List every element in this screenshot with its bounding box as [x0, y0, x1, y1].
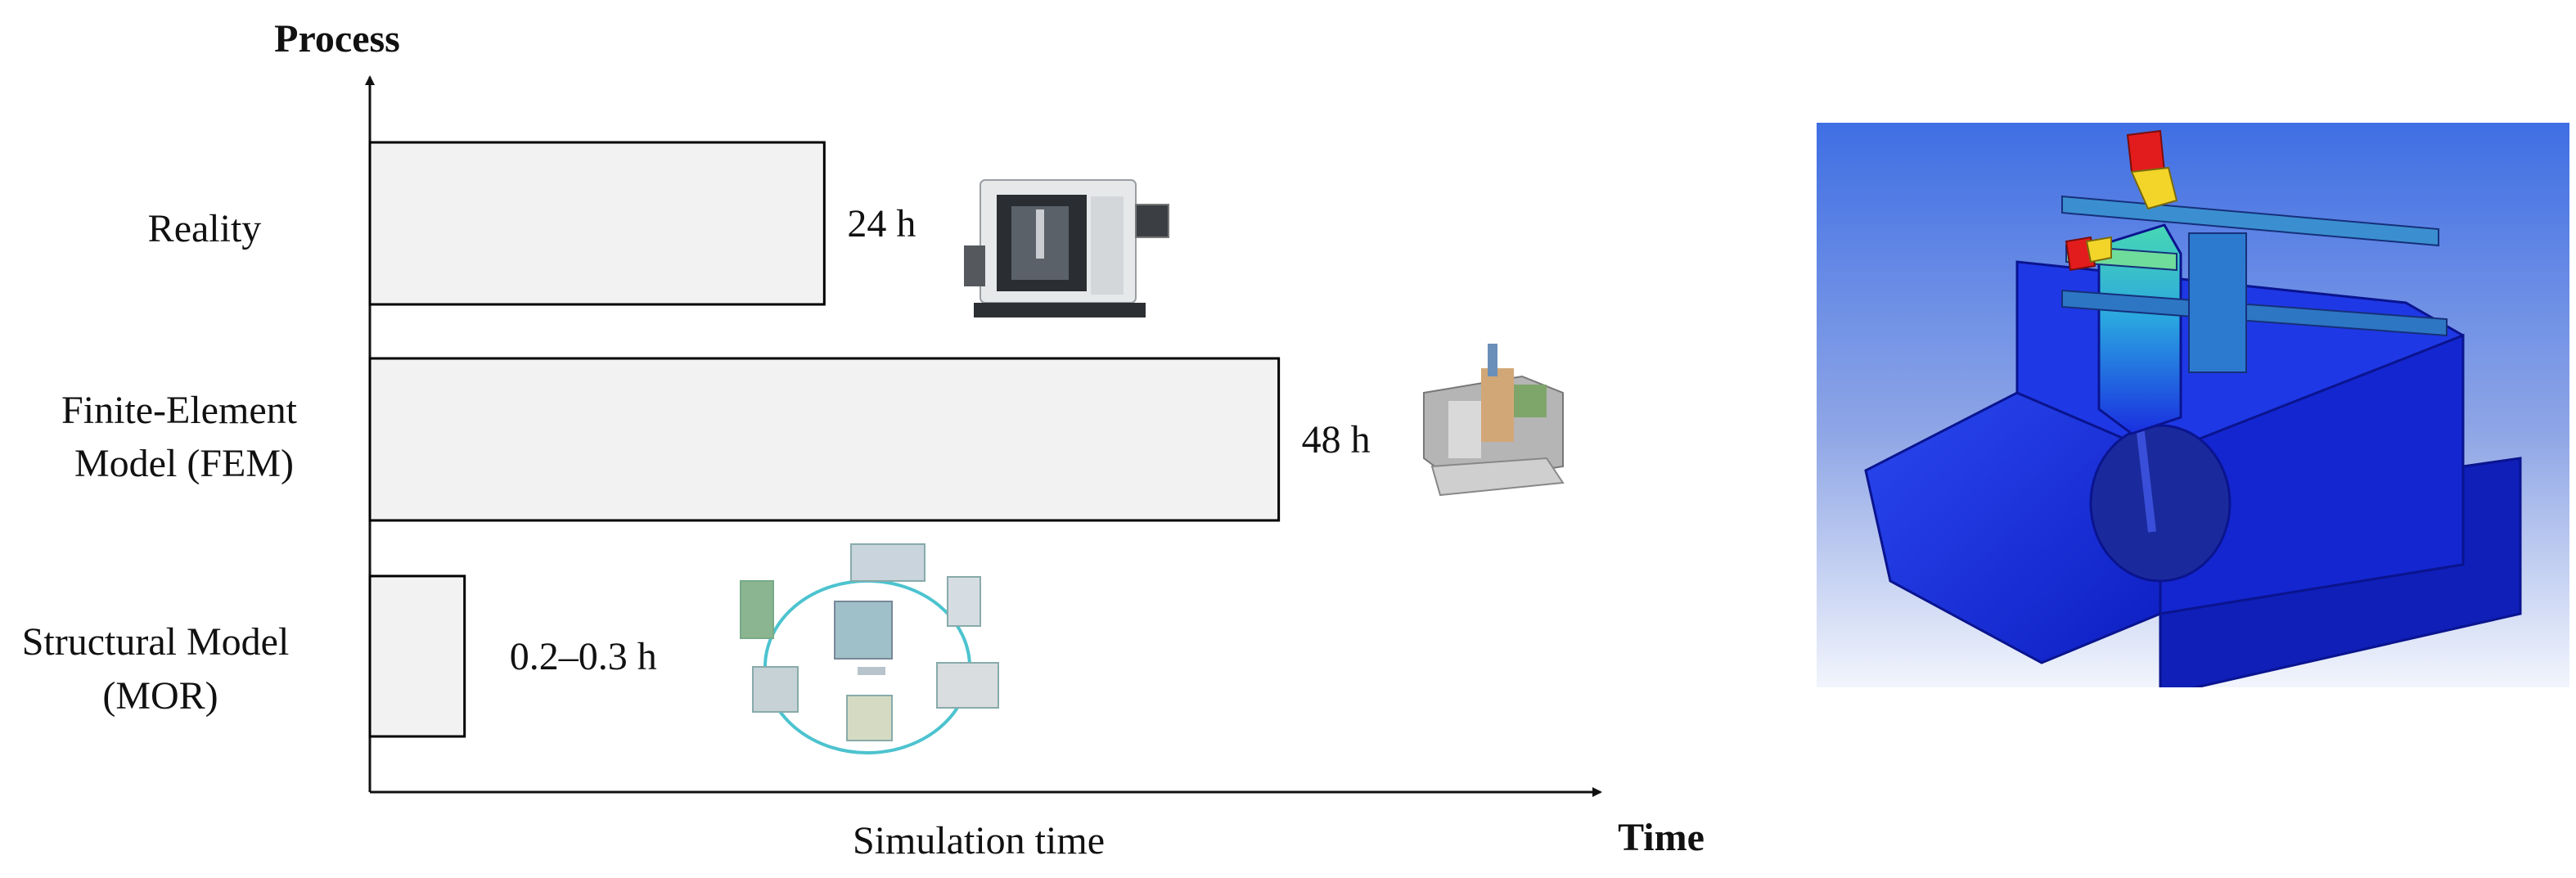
data-label-reality: 24 h	[847, 202, 916, 245]
data-label-fem: 48 h	[1302, 418, 1371, 462]
x-axis-label: Simulation time	[853, 819, 1105, 862]
cnc-machine-photo	[964, 179, 1169, 317]
y-axis-title: Process	[274, 17, 400, 61]
mor-substructure-diagram	[740, 543, 999, 754]
category-label-mor: Structural Model (MOR)	[22, 620, 299, 718]
fem-machine-model	[1423, 344, 1565, 497]
x-axis-title: Time	[1618, 816, 1705, 859]
bar-fem	[368, 357, 1281, 522]
fem-stress-simulation-render	[1817, 123, 2569, 687]
bar-reality	[368, 141, 826, 306]
bar-mor	[368, 574, 466, 738]
data-label-mor: 0.2–0.3 h	[510, 635, 657, 678]
category-label-reality: Reality	[148, 207, 262, 250]
process-time-chart: Process Time Simulation time Reality Fin…	[22, 17, 1705, 862]
category-label-fem: Finite-Element Model (FEM)	[61, 389, 307, 485]
